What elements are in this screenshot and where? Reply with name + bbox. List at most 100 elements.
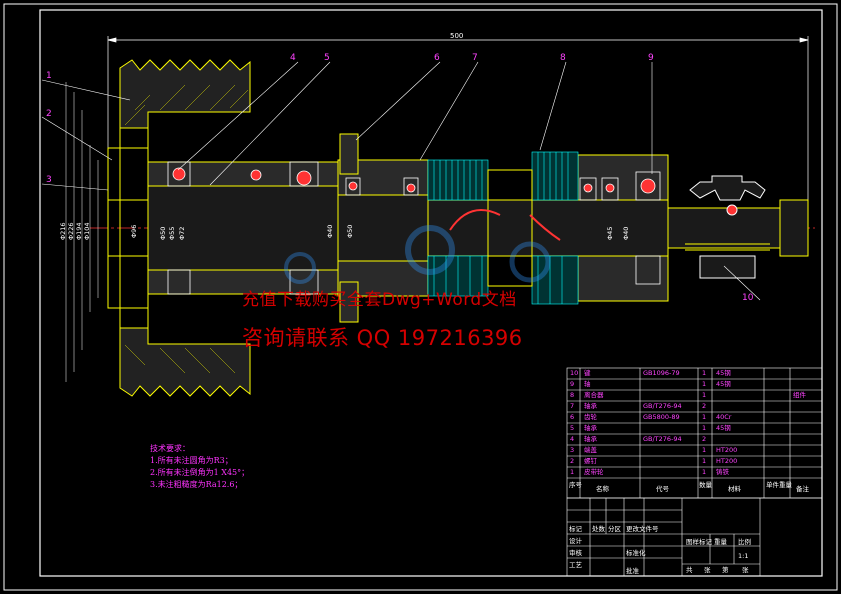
- shift-fork: [685, 175, 770, 279]
- dia-label-11: Φ45: [606, 227, 614, 240]
- main-shaft: [147, 185, 809, 271]
- tb-design: 设计: [569, 537, 582, 545]
- tb-change-doc: 更改文件号: [626, 525, 659, 533]
- bom-qty: 1: [702, 446, 707, 454]
- tb-sheet-1: 张: [704, 566, 711, 574]
- bom-code: GB/T276-94: [643, 435, 682, 443]
- bom-qty: 1: [702, 424, 707, 432]
- dia-label-12: Φ40: [622, 227, 630, 240]
- bom-qty: 1: [702, 413, 707, 421]
- tb-count: 处数: [592, 525, 605, 533]
- watermark-line-1: 充值下载购买全套Dwg+Word文档: [242, 290, 517, 310]
- tb-approve: 批准: [626, 567, 639, 575]
- bom-no: 8: [570, 391, 575, 399]
- bom-no: 10: [570, 369, 579, 377]
- outer-frame: [3, 3, 838, 591]
- technical-requirements: 技术要求： 1.所有未注圆角为R3； 2.所有未注倒角为1 X45°； 3.未注…: [150, 443, 249, 491]
- bom-no: 1: [570, 468, 575, 476]
- bom-header-material: 材料: [728, 485, 741, 493]
- callout-10: 10: [742, 293, 754, 303]
- dia-label-3: Φ194: [75, 222, 83, 240]
- dia-label-7: Φ55: [168, 227, 176, 240]
- watermark-logo: [284, 225, 551, 284]
- bom-name: 端盖: [584, 446, 597, 454]
- dia-label-8: Φ72: [178, 227, 186, 240]
- dia-label-4: Φ104: [83, 222, 91, 240]
- tb-standard: 标准化: [626, 549, 646, 557]
- bom-qty: 2: [702, 435, 707, 443]
- bom-qty: 2: [702, 402, 707, 410]
- bom-qty: 1: [702, 457, 707, 465]
- bom-name: 键: [584, 369, 591, 377]
- title-block: [566, 497, 823, 577]
- bom-name: 轴承: [584, 435, 597, 443]
- callout-1: 1: [46, 71, 52, 81]
- bom-name: 螺钉: [584, 457, 597, 465]
- callout-6: 6: [434, 53, 440, 63]
- tech-req-item-2: 2.所有未注倒角为1 X45°；: [150, 468, 250, 477]
- callout-2: 2: [46, 109, 52, 119]
- bom-header-code: 代号: [656, 485, 669, 493]
- callout-9: 9: [648, 53, 654, 63]
- dia-label-6: Φ50: [159, 227, 167, 240]
- bom-qty: 1: [702, 369, 707, 377]
- tb-review: 审核: [569, 549, 582, 557]
- leader-lines: [41, 61, 761, 301]
- bom-qty: 1: [702, 380, 707, 388]
- bom-qty: 1: [702, 468, 707, 476]
- bom-no: 5: [570, 424, 575, 432]
- bom-code: GB5800-89: [643, 413, 680, 421]
- clutch-center: [449, 169, 561, 287]
- bom-code: GB1096-79: [643, 369, 680, 377]
- bom-qty: 1: [702, 391, 707, 399]
- bom-no: 7: [570, 402, 575, 410]
- bom-no: 2: [570, 457, 575, 465]
- callout-7: 7: [472, 53, 478, 63]
- bearings: [167, 161, 661, 295]
- tb-sheet-mark: 图样标记: [686, 538, 712, 546]
- bom-material: 45钢: [716, 369, 731, 377]
- pulley: [107, 59, 251, 397]
- tech-req-title: 技术要求：: [150, 444, 190, 453]
- pulley-hatch: [124, 84, 249, 374]
- tb-mark: 标记: [569, 525, 582, 533]
- tb-zone: 分区: [608, 525, 621, 533]
- dia-label-9: Φ40: [326, 225, 334, 238]
- bom-material: 铸铁: [716, 468, 729, 476]
- bom-name: 皮带轮: [584, 468, 604, 476]
- tech-req-item-1: 1.所有未注圆角为R3；: [150, 456, 233, 465]
- clutch-pack: [427, 151, 579, 305]
- tech-req-item-3: 3.未注粗糙度为Ra12.6；: [150, 480, 243, 489]
- callout-4: 4: [290, 53, 296, 63]
- bom-material: 45钢: [716, 424, 731, 432]
- inner-frame: [39, 9, 823, 577]
- dia-label-5: Φ96: [130, 225, 138, 238]
- bom-header-weight: 单件重量: [766, 481, 792, 489]
- gear: [339, 133, 359, 323]
- tb-sheet-2: 张: [742, 566, 749, 574]
- bom-header-name: 名称: [596, 485, 609, 493]
- bom-name: 轴: [584, 380, 591, 388]
- callout-5: 5: [324, 53, 330, 63]
- bom-material: 45钢: [716, 380, 731, 388]
- bom-no: 3: [570, 446, 575, 454]
- bom-no: 4: [570, 435, 575, 443]
- watermark-line-2: 咨询请联系 QQ 197216396: [242, 326, 523, 350]
- bom-note: 组件: [793, 391, 806, 399]
- bom-name: 离合器: [584, 391, 604, 399]
- bom-material: HT200: [716, 446, 738, 454]
- bom-material: HT200: [716, 457, 738, 465]
- bom-header-no: 序号: [569, 481, 582, 489]
- bom-no: 9: [570, 380, 575, 388]
- tb-scale-label: 比例: [738, 538, 751, 546]
- tb-weight: 重量: [714, 538, 727, 546]
- callout-3: 3: [46, 175, 52, 185]
- bom-no: 6: [570, 413, 575, 421]
- overall-length-label: 500: [450, 32, 463, 40]
- bom-code: GB/T276-94: [643, 402, 682, 410]
- tb-scale-value: 1:1: [738, 552, 749, 560]
- tb-process: 工艺: [569, 561, 582, 569]
- bom-name: 轴承: [584, 402, 597, 410]
- tb-no: 第: [722, 566, 729, 574]
